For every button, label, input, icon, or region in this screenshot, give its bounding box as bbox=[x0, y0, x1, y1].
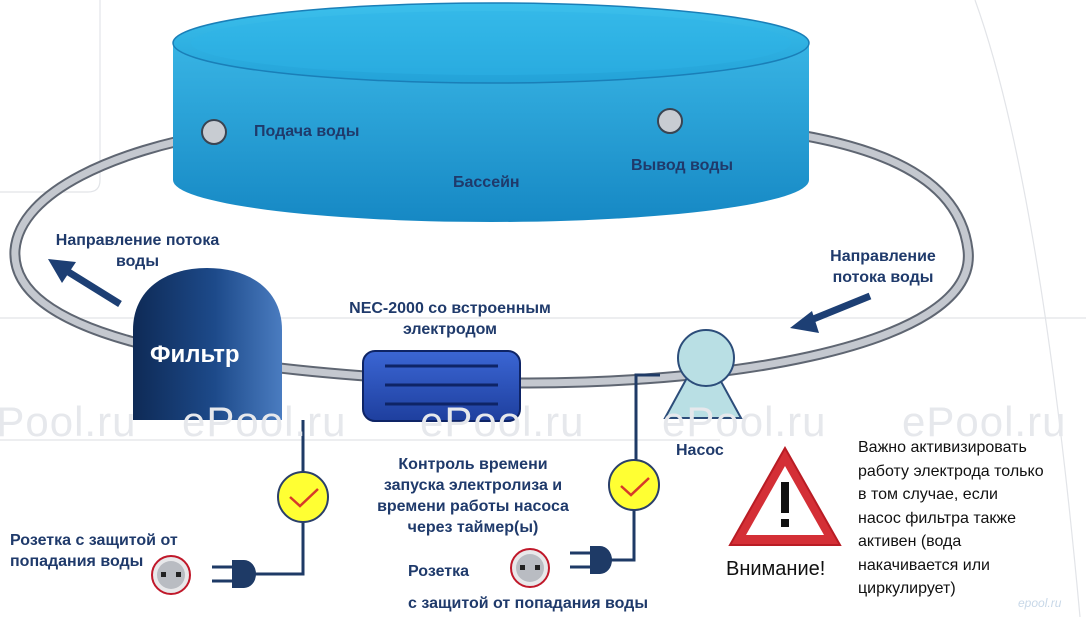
arrow-icon-left bbox=[48, 259, 122, 307]
pump bbox=[663, 329, 743, 419]
water-outlet-port bbox=[657, 108, 683, 134]
checkmark-icon bbox=[289, 488, 319, 508]
socket-right-label-line1: Розетка bbox=[408, 563, 470, 580]
watermark-text: ePool.ru bbox=[662, 398, 827, 445]
timer-right bbox=[608, 459, 660, 511]
socket-icon-left bbox=[151, 555, 191, 595]
watermark-text: ePool.ru bbox=[420, 398, 585, 445]
water-supply-label: Подача воды bbox=[254, 123, 360, 140]
pool bbox=[172, 2, 810, 222]
plug-icon-right bbox=[570, 546, 612, 574]
plug-icon-left bbox=[212, 560, 256, 588]
timer-left bbox=[277, 471, 329, 523]
socket-icon-right bbox=[510, 548, 550, 588]
filter-label: Фильтр bbox=[150, 341, 240, 368]
nec-device bbox=[362, 350, 521, 422]
socket-left-label: Розетка с защитой от попадания воды bbox=[10, 532, 178, 570]
water-supply-port bbox=[201, 119, 227, 145]
epool-logo: epool.ru bbox=[1018, 596, 1062, 610]
socket-right-label-line2: с защитой от попадания воды bbox=[408, 595, 648, 612]
arrow-icon-right bbox=[790, 292, 872, 333]
pool-label: Бассейн bbox=[453, 174, 520, 191]
flow-direction-left-label: Направление потока воды bbox=[55, 232, 220, 270]
watermark-text: ePool.ru bbox=[902, 398, 1067, 445]
warning-text: Важно активизировать работу электрода то… bbox=[858, 439, 1044, 597]
watermark-text: ePool.ru bbox=[182, 398, 347, 445]
power-wires bbox=[250, 373, 660, 576]
flow-direction-right-label: Направление потока воды bbox=[830, 248, 936, 286]
warning-triangle-icon bbox=[728, 445, 842, 546]
watermark-text: ePool.ru bbox=[0, 398, 137, 445]
timer-control-label: Контроль времени запуска электролиза и в… bbox=[377, 456, 569, 536]
nec-device-label: NEC-2000 со встроенным электродом bbox=[349, 300, 551, 338]
filter bbox=[133, 268, 282, 420]
pump-label: Насос bbox=[676, 442, 724, 459]
water-outlet-label: Вывод воды bbox=[631, 157, 734, 174]
checkmark-icon bbox=[620, 477, 650, 497]
attention-label: Внимание! bbox=[726, 558, 826, 580]
